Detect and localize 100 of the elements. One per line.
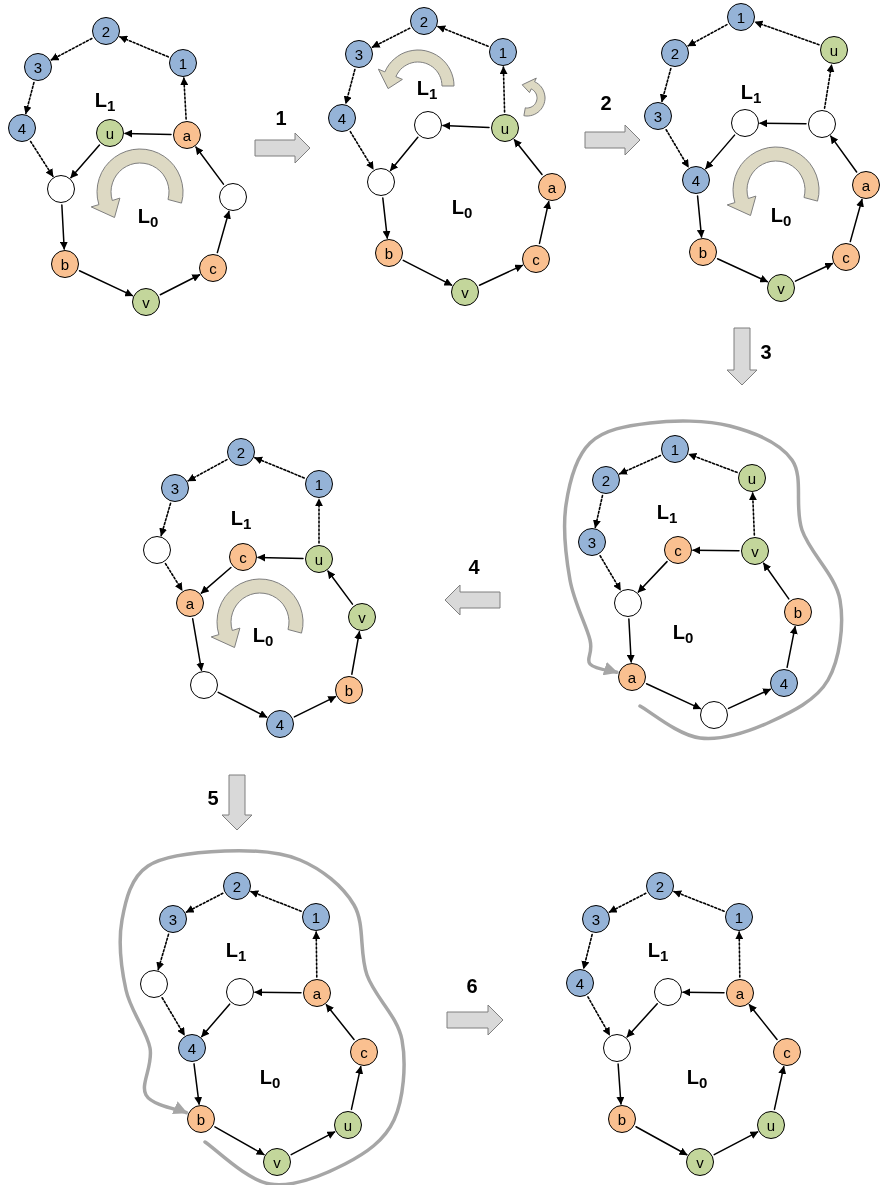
step-number: 1 xyxy=(275,108,287,128)
dotted-arrow xyxy=(180,77,189,120)
enclosing-curve-arrow xyxy=(118,848,406,1185)
dotted-arrow xyxy=(185,892,224,913)
arrow xyxy=(214,1126,265,1156)
arrow xyxy=(849,198,864,243)
loop-label: L$_{0}$ xyxy=(672,622,694,642)
dotted-arrow xyxy=(254,456,305,479)
loop-label: L$_{0}$ xyxy=(252,625,274,645)
dotted-arrow xyxy=(437,25,489,47)
arrow xyxy=(626,618,635,663)
step-number: 2 xyxy=(600,93,612,113)
dotted-arrow xyxy=(312,931,321,978)
dotted-arrow xyxy=(250,890,302,912)
arrow xyxy=(59,204,68,250)
arrow xyxy=(538,200,552,245)
dotted-arrow xyxy=(499,66,508,113)
arrow xyxy=(257,553,304,562)
arrow xyxy=(696,195,705,238)
arrow xyxy=(713,1131,759,1156)
step-number: 4 xyxy=(468,557,480,577)
dotted-arrow xyxy=(343,68,356,105)
arrow xyxy=(762,562,790,600)
arrow xyxy=(716,257,769,283)
arrow xyxy=(692,546,740,555)
arrow xyxy=(254,988,302,997)
step-number: 5 xyxy=(207,788,219,808)
arrow xyxy=(382,197,391,239)
dotted-arrow xyxy=(119,35,170,58)
arrow xyxy=(124,129,172,138)
dotted-arrow xyxy=(735,931,744,978)
arrow xyxy=(637,560,668,593)
dotted-arrow xyxy=(29,140,54,178)
arrow xyxy=(191,618,205,671)
dotted-arrow xyxy=(587,996,611,1036)
arrow xyxy=(327,570,354,605)
arrow xyxy=(200,566,232,594)
dotted-arrow xyxy=(593,494,604,529)
dotted-arrow xyxy=(161,996,186,1036)
arrow xyxy=(794,262,834,282)
loop-label: L$_{0}$ xyxy=(451,197,473,217)
dotted-arrow xyxy=(618,454,662,475)
dotted-arrow xyxy=(608,892,647,913)
dotted-arrow xyxy=(371,27,411,48)
arrow xyxy=(748,1004,778,1041)
arrow xyxy=(727,688,772,710)
arrow xyxy=(402,259,453,286)
arrow xyxy=(193,1063,203,1105)
loop-label: L$_{1}$ xyxy=(656,502,678,522)
arrow xyxy=(513,139,543,176)
loop-label: L$_{1}$ xyxy=(94,90,116,110)
arrow xyxy=(442,121,490,130)
loop-label: L$_{0}$ xyxy=(259,1067,281,1087)
arrow xyxy=(759,119,807,128)
arrow xyxy=(786,625,798,669)
loop-label: L$_{0}$ xyxy=(770,205,792,225)
dotted-arrow xyxy=(823,64,835,109)
dotted-arrow xyxy=(349,130,374,170)
arrow xyxy=(159,274,201,296)
dotted-arrow xyxy=(748,492,757,536)
dotted-arrow xyxy=(187,458,228,482)
loop-label: L$_{1}$ xyxy=(225,940,247,960)
arrow xyxy=(635,1125,688,1156)
arrow xyxy=(78,270,134,297)
arrow xyxy=(616,1063,625,1105)
arrow xyxy=(290,1131,336,1156)
dotted-arrow xyxy=(581,933,593,970)
arrow xyxy=(216,210,231,254)
arrow xyxy=(389,136,419,172)
dotted-arrow xyxy=(688,453,738,474)
arrow xyxy=(217,691,268,718)
loop-label: L$_{1}$ xyxy=(230,508,252,528)
arrow xyxy=(293,695,337,718)
loop-label: L$_{1}$ xyxy=(740,82,762,102)
arrow xyxy=(350,1065,364,1111)
loop-label: L$_{1}$ xyxy=(647,940,669,960)
arrow xyxy=(645,683,702,710)
arrow xyxy=(351,631,363,675)
arrow xyxy=(830,135,858,173)
arrow xyxy=(682,988,725,997)
dotted-arrow xyxy=(673,890,725,912)
dotted-arrow xyxy=(599,555,622,591)
arrow xyxy=(201,1003,231,1038)
dotted-arrow xyxy=(665,128,690,168)
enclosing-curve-arrow xyxy=(562,419,844,741)
dotted-arrow xyxy=(659,67,672,103)
dotted-arrow xyxy=(315,498,323,544)
dotted-arrow xyxy=(156,933,170,971)
arrow xyxy=(626,1003,658,1038)
loop-label: L$_{1}$ xyxy=(416,78,438,98)
arrow xyxy=(478,264,524,286)
arrow xyxy=(773,1065,787,1111)
dotted-arrow xyxy=(687,23,728,47)
arrow xyxy=(325,1004,355,1041)
loop-label: L$_{0}$ xyxy=(137,206,159,226)
dotted-arrow xyxy=(159,502,172,537)
step-number: 3 xyxy=(760,342,772,362)
arrow xyxy=(705,134,736,170)
arrow xyxy=(195,146,225,185)
dotted-arrow xyxy=(23,81,35,115)
